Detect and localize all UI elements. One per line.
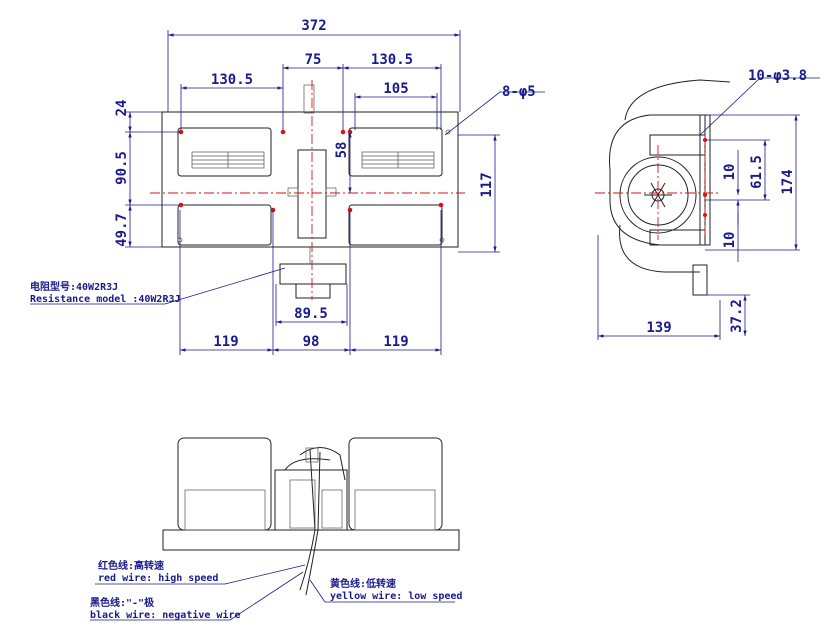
fan-wheel-outer xyxy=(619,156,697,234)
dim-90-5: 90.5 xyxy=(114,151,130,185)
black-wire-en: black wire: negative wire xyxy=(90,609,241,621)
red-wire-cn: 红色线:高转速 xyxy=(98,559,164,572)
bottom-base-plate xyxy=(162,529,460,551)
dim-37-2: 37.2 xyxy=(729,299,745,333)
mount-holes xyxy=(178,129,444,213)
right-housing-lower xyxy=(348,204,443,246)
left-housing-lower xyxy=(177,204,272,246)
side-dimensions xyxy=(597,77,820,340)
dim-49-7: 49.7 xyxy=(114,213,130,247)
dim-105: 105 xyxy=(383,81,408,97)
side-view: 10-φ3.8 174 61.5 10 10 139 37.2 xyxy=(595,68,820,340)
bottom-left-housing xyxy=(177,437,272,531)
dim-8-holes: 8-φ5 xyxy=(502,84,536,100)
black-wire-cn: 黑色线:"-"极 xyxy=(90,596,155,609)
dim-10-top: 10 xyxy=(722,164,738,181)
dim-98: 98 xyxy=(303,334,320,350)
front-dimensions xyxy=(30,30,545,355)
right-outlet-grille xyxy=(361,151,435,169)
dim-139: 139 xyxy=(646,320,671,336)
dim-bottom-119-right: 119 xyxy=(383,334,408,350)
left-housing-upper xyxy=(177,127,272,177)
left-outlet-grille xyxy=(191,151,265,169)
bottom-leaders xyxy=(90,564,455,621)
dim-right-130-5: 130.5 xyxy=(371,52,413,68)
dim-bottom-119-left: 119 xyxy=(213,334,238,350)
yellow-wire-en: yellow wire: low speed xyxy=(330,590,462,602)
dim-10-bottom: 10 xyxy=(722,232,738,249)
red-wire-en: red wire: high speed xyxy=(98,572,218,584)
dim-117: 117 xyxy=(479,172,495,197)
side-dim-labels: 10-φ3.8 174 61.5 10 10 139 37.2 xyxy=(646,68,807,336)
side-connector xyxy=(692,264,708,296)
front-dim-labels: 372 130.5 75 130.5 105 8-φ5 24 90.5 49.7… xyxy=(30,18,536,350)
resistor-note-en: Resistance model :40W2R3J xyxy=(30,293,181,305)
resistor-note-cn: 电阻型号:40W2R3J xyxy=(30,280,118,293)
dim-24: 24 xyxy=(114,100,130,117)
bottom-right-housing xyxy=(348,437,443,531)
dim-89-5: 89.5 xyxy=(294,306,328,322)
dim-58: 58 xyxy=(334,142,350,159)
dim-372: 372 xyxy=(301,18,326,34)
dim-75: 75 xyxy=(305,52,322,68)
dim-left-130-5: 130.5 xyxy=(211,72,253,88)
resistor-block xyxy=(279,247,347,299)
side-wire-top xyxy=(624,79,731,121)
bottom-wire-labels: 红色线:高转速 red wire: high speed 黑色线:"-"极 bl… xyxy=(90,559,462,621)
housing-plate xyxy=(161,111,459,248)
dim-10-holes: 10-φ3.8 xyxy=(748,68,807,84)
front-view: 372 130.5 75 130.5 105 8-φ5 24 90.5 49.7… xyxy=(30,18,545,355)
dim-174: 174 xyxy=(780,169,796,194)
bottom-wires xyxy=(284,447,346,596)
yellow-wire-cn: 黄色线:低转速 xyxy=(330,577,396,590)
bottom-motor xyxy=(274,469,348,531)
bottom-view: 红色线:高转速 red wire: high speed 黑色线:"-"极 bl… xyxy=(90,437,462,621)
wire-exit xyxy=(303,84,315,114)
dim-61-5: 61.5 xyxy=(749,155,765,189)
side-wire-bottom xyxy=(619,224,700,273)
